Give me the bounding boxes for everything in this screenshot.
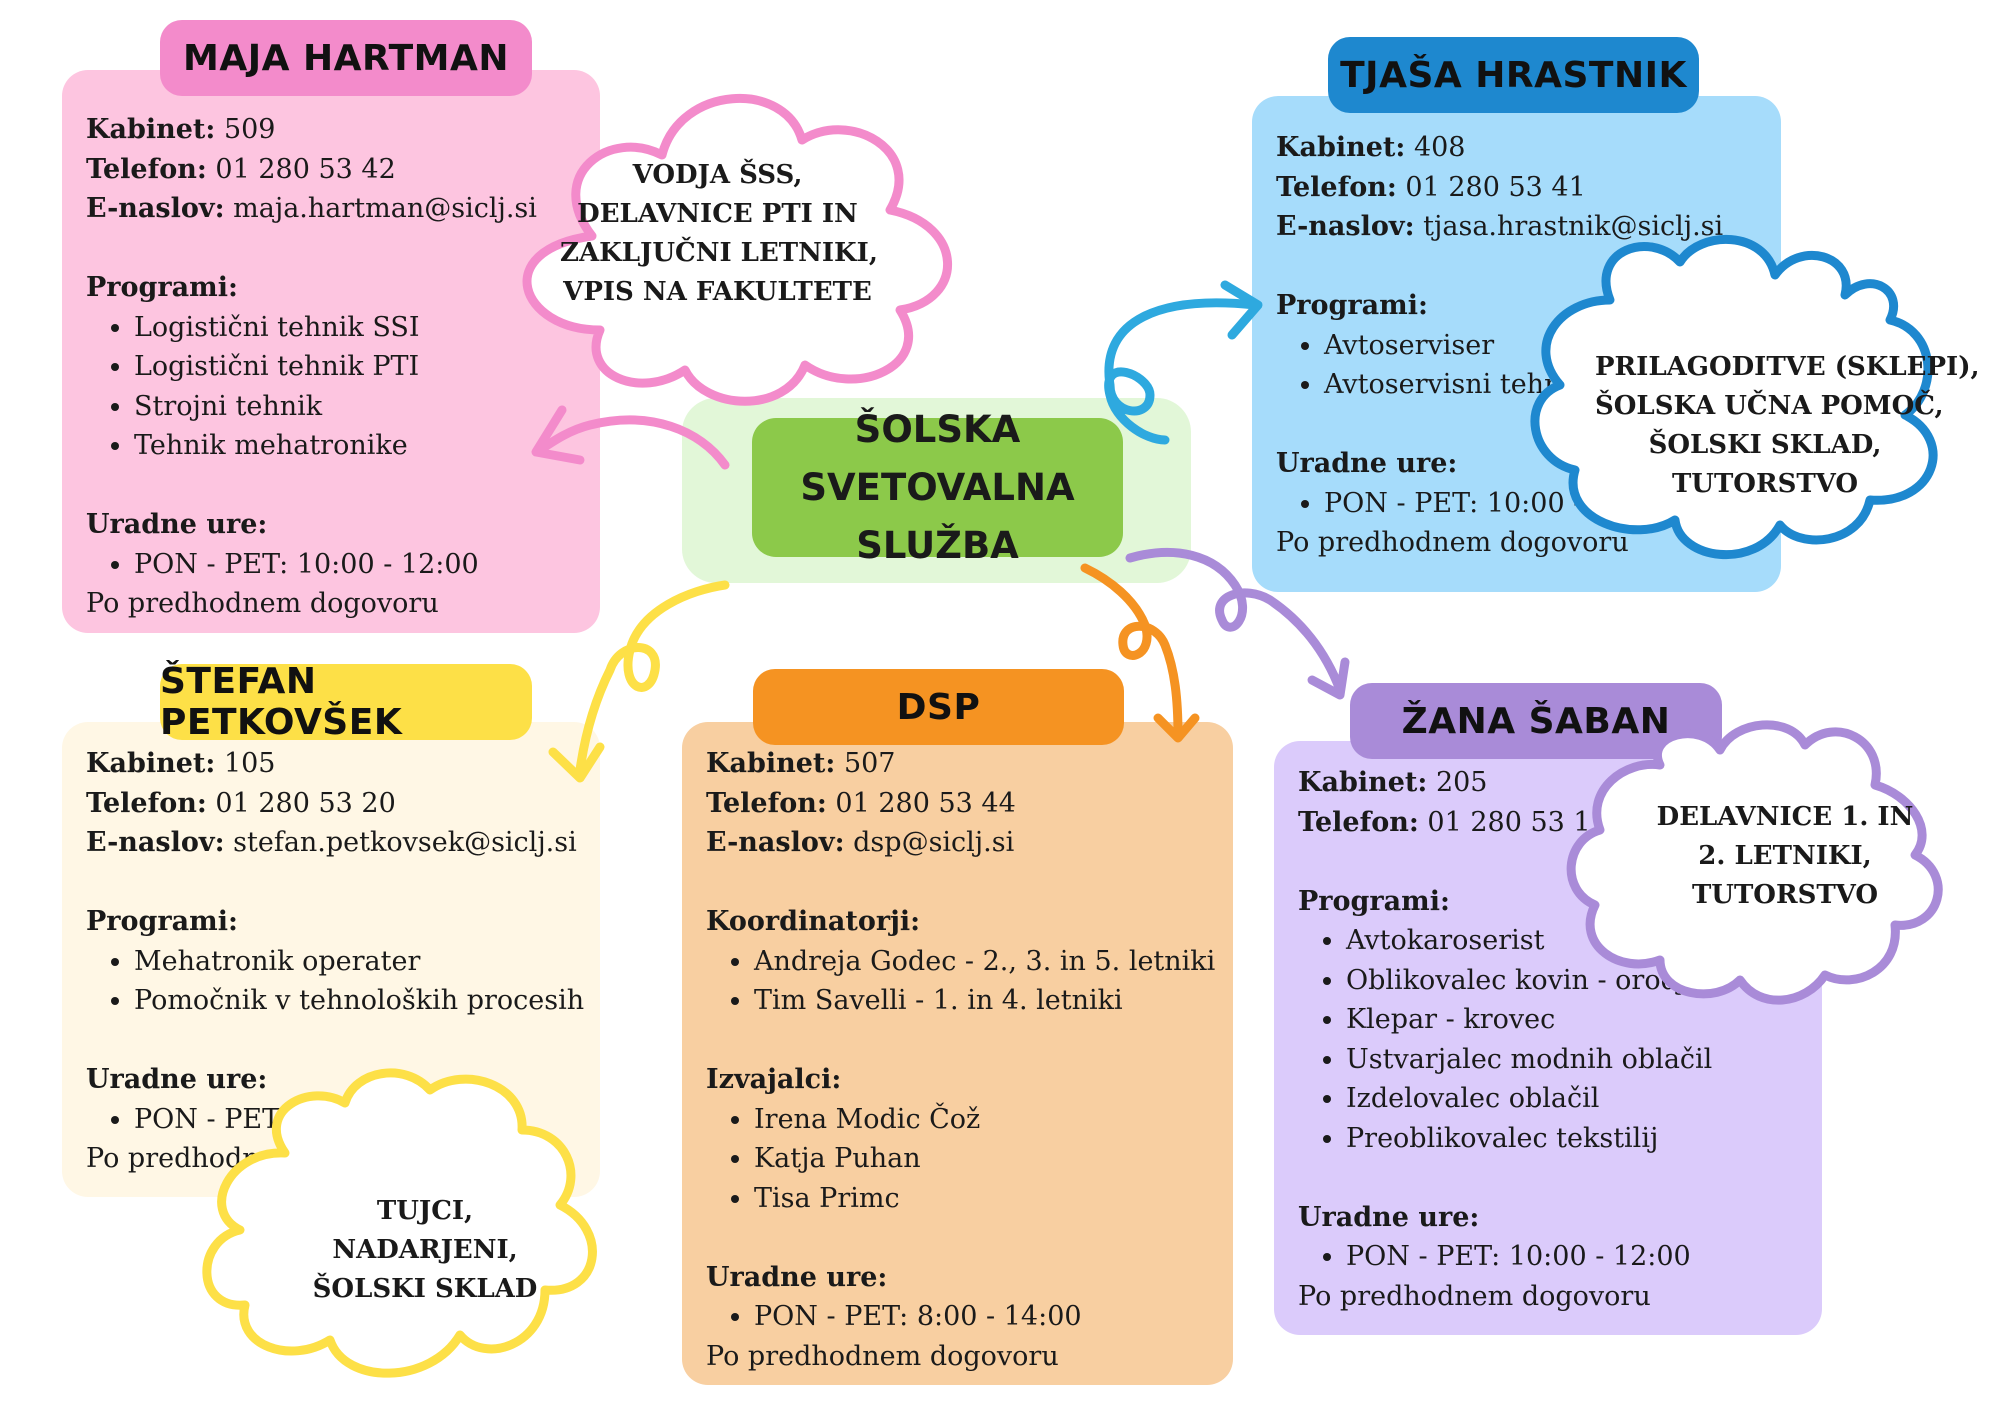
dsp-dogovor: Po predhodnem dogovoru <box>706 1340 1059 1372</box>
dsp-telefon: Telefon: 01 280 53 44 <box>706 787 1016 819</box>
zana-name-tab: ŽANA ŠABAN <box>1350 683 1722 759</box>
cloud-purple <box>1566 720 1943 1005</box>
tjasa-ure-heading: Uradne ure: <box>1276 448 1458 479</box>
arrow-to-maja <box>535 415 730 470</box>
list-item: Strojni tehnik <box>134 387 576 427</box>
dsp-ure-heading: Uradne ure: <box>706 1261 888 1293</box>
list-item: Logistični tehnik PTI <box>134 347 576 387</box>
zana-ure-heading: Uradne ure: <box>1298 1201 1480 1233</box>
list-item: Andreja Godec - 2., 3. in 5. letniki <box>754 942 1215 982</box>
cloud-yellow <box>202 1068 597 1378</box>
tjasa-name-tab: TJAŠA HRASTNIK <box>1328 37 1699 113</box>
arrow-to-tjasa <box>1104 298 1260 445</box>
zana-kabinet: Kabinet: 205 <box>1298 767 1488 798</box>
card-dsp: Kabinet: 507 Telefon: 01 280 53 44 E-nas… <box>682 722 1233 1385</box>
list-item: Ustvarjalec modnih oblačil <box>1346 1040 1798 1080</box>
tjasa-kabinet: Kabinet: 408 <box>1276 132 1466 163</box>
cloud-blue <box>1530 234 1938 560</box>
card-maja-hartman: Kabinet: 509 Telefon: 01 280 53 42 E-nas… <box>62 70 600 633</box>
maja-telefon: Telefon: 01 280 53 42 <box>86 153 396 185</box>
list-item: Klepar - krovec <box>1346 1000 1798 1040</box>
stefan-ure-heading: Uradne ure: <box>86 1064 268 1095</box>
maja-kabinet: Kabinet: 509 <box>86 114 276 145</box>
list-item: Tehnik mehatronike <box>134 426 576 466</box>
list-item: PON - PET: 10:00 - 12:00 <box>134 545 576 585</box>
arrow-head-zana <box>1307 657 1350 700</box>
zana-telefon: Telefon: 01 280 53 12 <box>1298 806 1608 838</box>
maja-name-tab: MAJA HARTMAN <box>160 20 532 96</box>
dsp-izvajalci-list: Irena Modic Čož Katja Puhan Tisa Primc <box>706 1100 1209 1219</box>
maja-ure-heading: Uradne ure: <box>86 509 268 540</box>
tjasa-dogovor: Po predhodnem dogovoru <box>1276 527 1629 558</box>
maja-programi-heading: Programi: <box>86 272 238 303</box>
cloud-blue-text: PRILAGODITVE (SKLEPI), ŠOLSKA UČNA POMOČ… <box>1595 352 1980 499</box>
list-item: Avtoserviser <box>1324 326 1757 366</box>
zana-ure-list: PON - PET: 10:00 - 12:00 <box>1298 1237 1798 1277</box>
dsp-kabinet: Kabinet: 507 <box>706 748 896 779</box>
list-item: Izdelovalec oblačil <box>1346 1079 1798 1119</box>
tjasa-programi-list: Avtoserviser Avtoservisni tehnik <box>1276 326 1757 405</box>
maja-ure-list: PON - PET: 10:00 - 12:00 <box>86 545 576 585</box>
tjasa-email: E-naslov: tjasa.hrastnik@siclj.si <box>1276 211 1724 242</box>
stefan-kabinet: Kabinet: 105 <box>86 748 276 779</box>
dsp-name-tab: DSP <box>753 669 1124 745</box>
list-item: Avtokaroserist <box>1346 921 1798 961</box>
arrow-head-maja <box>531 405 585 465</box>
list-item: Tim Savelli - 1. in 4. letniki <box>754 981 1209 1021</box>
dsp-koordinatorji-list: Andreja Godec - 2., 3. in 5. letniki Tim… <box>706 942 1215 1021</box>
list-item: PON - PET: 10:00 - 12:00 <box>1346 1237 1798 1277</box>
arrow-head-dsp <box>1153 713 1200 743</box>
maja-programi-list: Logistični tehnik SSI Logistični tehnik … <box>86 308 576 466</box>
dsp-ure-list: PON - PET: 8:00 - 14:00 <box>706 1297 1209 1337</box>
tjasa-telefon: Telefon: 01 280 53 41 <box>1276 171 1586 203</box>
arrow-head-stefan <box>548 742 605 783</box>
list-item: Preoblikovalec tekstilij <box>1346 1119 1798 1159</box>
cloud-pink-text: VODJA ŠSS, DELAVNICE PTI IN ZAKLJUČNI LE… <box>560 160 878 307</box>
arrow-to-zana <box>1125 548 1345 695</box>
maja-email: E-naslov: maja.hartman@siclj.si <box>86 193 537 224</box>
cloud-pink <box>522 94 953 406</box>
maja-dogovor: Po predhodnem dogovoru <box>86 588 439 619</box>
stefan-telefon: Telefon: 01 280 53 20 <box>86 787 396 819</box>
arrow-to-dsp <box>1080 563 1183 740</box>
list-item: Oblikovalec kovin - orodjar <box>1346 961 1798 1001</box>
zana-programi-list: Avtokaroserist Oblikovalec kovin - orodj… <box>1298 921 1798 1158</box>
stefan-programi-list: Mehatronik operater Pomočnik v tehnološk… <box>86 942 584 1021</box>
zana-dogovor: Po predhodnem dogovoru <box>1298 1280 1651 1312</box>
center-title-line2: SLUŽBA <box>856 523 1019 567</box>
dsp-email: E-naslov: dsp@siclj.si <box>706 827 1015 858</box>
list-item: Katja Puhan <box>754 1139 1209 1179</box>
list-item: Mehatronik operater <box>134 942 576 982</box>
stefan-name-tab: ŠTEFAN PETKOVŠEK <box>160 661 532 743</box>
list-item: PON - PET: 8:00 - 14:00 <box>754 1297 1209 1337</box>
list-item: Logistični tehnik SSI <box>134 308 576 348</box>
list-item: Tisa Primc <box>754 1179 1209 1219</box>
center-title-line1: ŠOLSKA SVETOVALNA <box>800 407 1075 509</box>
cloud-purple-text: DELAVNICE 1. IN 2. LETNIKI, TUTORSTVO <box>1656 802 1914 910</box>
cloud-yellow-text: TUJCI, NADARJENI, ŠOLSKI SKLAD <box>312 1196 538 1304</box>
dsp-izvajalci-heading: Izvajalci: <box>706 1064 842 1095</box>
center-title: ŠOLSKA SVETOVALNA SLUŽBA <box>752 408 1123 567</box>
zana-programi-heading: Programi: <box>1298 885 1450 917</box>
stefan-programi-heading: Programi: <box>86 906 238 937</box>
stefan-email: E-naslov: stefan.petkovsek@siclj.si <box>86 827 577 858</box>
arrow-head-tjasa <box>1220 280 1263 340</box>
list-item: Pomočnik v tehnoloških procesih <box>134 981 584 1021</box>
list-item: Irena Modic Čož <box>754 1100 1209 1140</box>
dsp-koordinatorji-heading: Koordinatorji: <box>706 906 921 937</box>
arrow-to-stefan <box>575 580 730 775</box>
tjasa-programi-heading: Programi: <box>1276 290 1428 321</box>
